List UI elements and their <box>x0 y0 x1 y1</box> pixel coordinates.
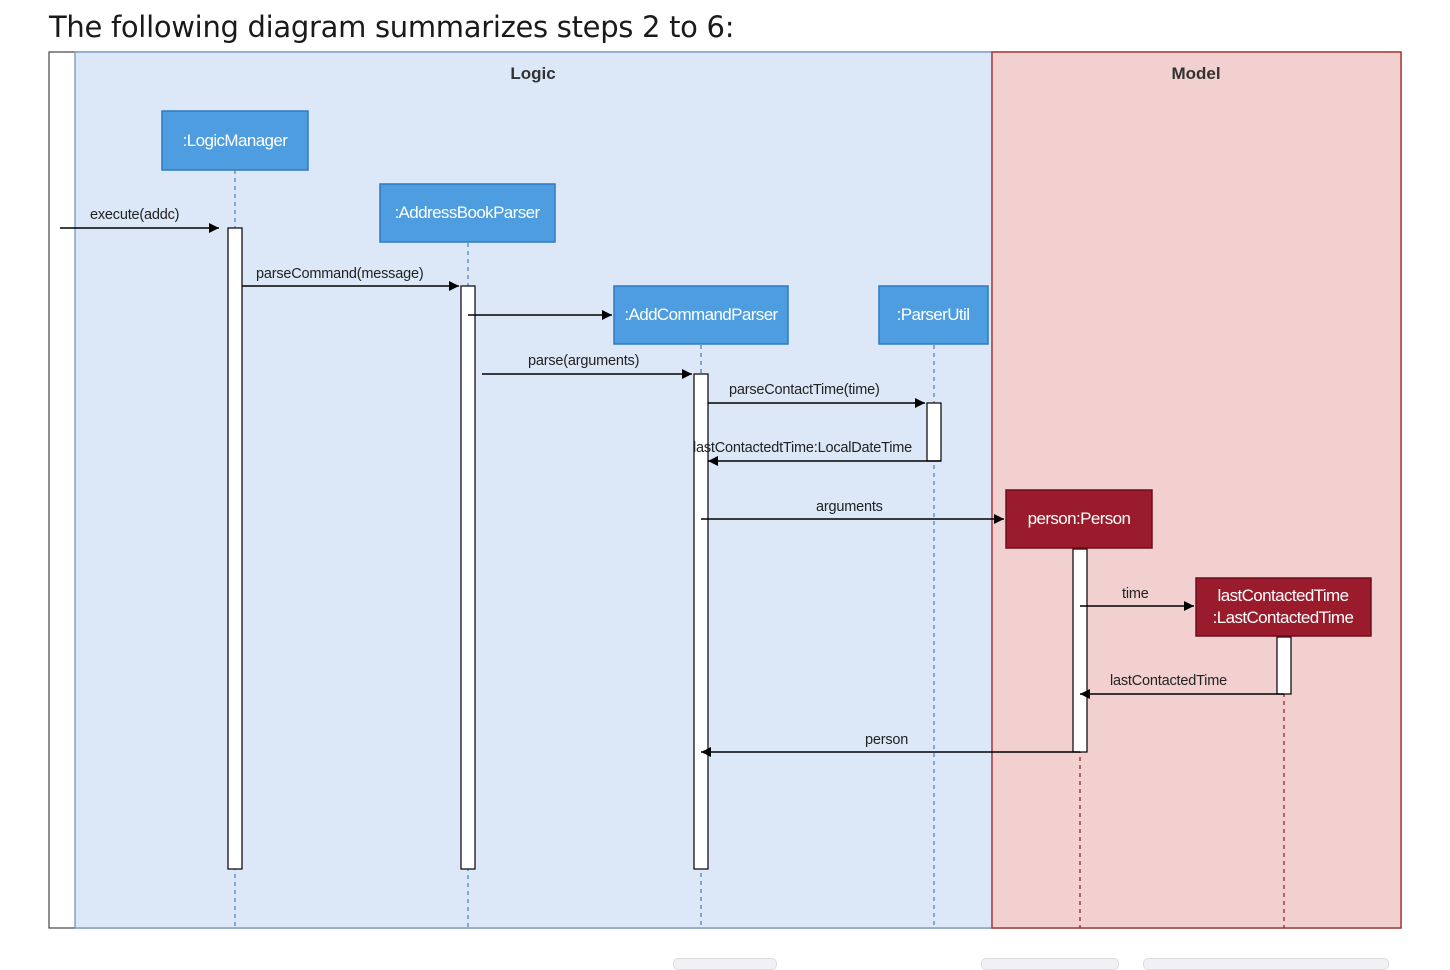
last-contacted-time-activation <box>1276 636 1292 695</box>
last-contacted-time-label-line2: :LastContactedTime <box>1213 608 1354 627</box>
person-activation <box>1072 548 1088 753</box>
parse-label: parse(arguments) <box>528 353 639 369</box>
last-contacted-time-box <box>1195 577 1372 637</box>
person-return-label: person <box>865 732 908 748</box>
address-book-parser-activation <box>460 285 476 870</box>
address-book-parser-label: :AddressBookParser <box>394 203 540 222</box>
person-box <box>1005 489 1153 549</box>
add-command-parser-activation <box>693 373 709 870</box>
parser-util-activation <box>926 402 942 462</box>
page-footer-stub <box>673 958 777 970</box>
parse-command-label: parseCommand(message) <box>256 266 423 282</box>
execute-label: execute(addc) <box>90 207 179 223</box>
logic-manager-label: :LogicManager <box>183 131 289 150</box>
time-label: time <box>1122 586 1149 602</box>
parse-contact-time-label: parseContactTime(time) <box>729 382 880 398</box>
last-contacted-time-return-label: lastContactedTime <box>1110 673 1227 689</box>
parser-util-box <box>878 285 989 345</box>
logic-frame-title: Logic <box>510 64 555 83</box>
person-label: person:Person <box>1028 509 1131 528</box>
diagram-caption: The following diagram summarizes steps 2… <box>49 10 735 44</box>
address-book-parser-box <box>379 183 556 243</box>
add-command-parser-box <box>613 285 789 345</box>
page-footer-stub <box>1143 958 1389 970</box>
arguments-label: arguments <box>816 499 883 515</box>
logic-manager-activation <box>227 227 243 870</box>
model-frame-title: Model <box>1171 64 1220 83</box>
add-command-parser-label: :AddCommandParser <box>624 305 778 324</box>
logic-manager-box <box>161 110 309 171</box>
last-contacted-time-label-line1: lastContactedTime <box>1218 586 1349 605</box>
parser-util-label: :ParserUtil <box>897 305 970 324</box>
page-footer-stub <box>981 958 1119 970</box>
last-contacted-return-label: lastContactedtTime:LocalDateTime <box>693 440 912 456</box>
